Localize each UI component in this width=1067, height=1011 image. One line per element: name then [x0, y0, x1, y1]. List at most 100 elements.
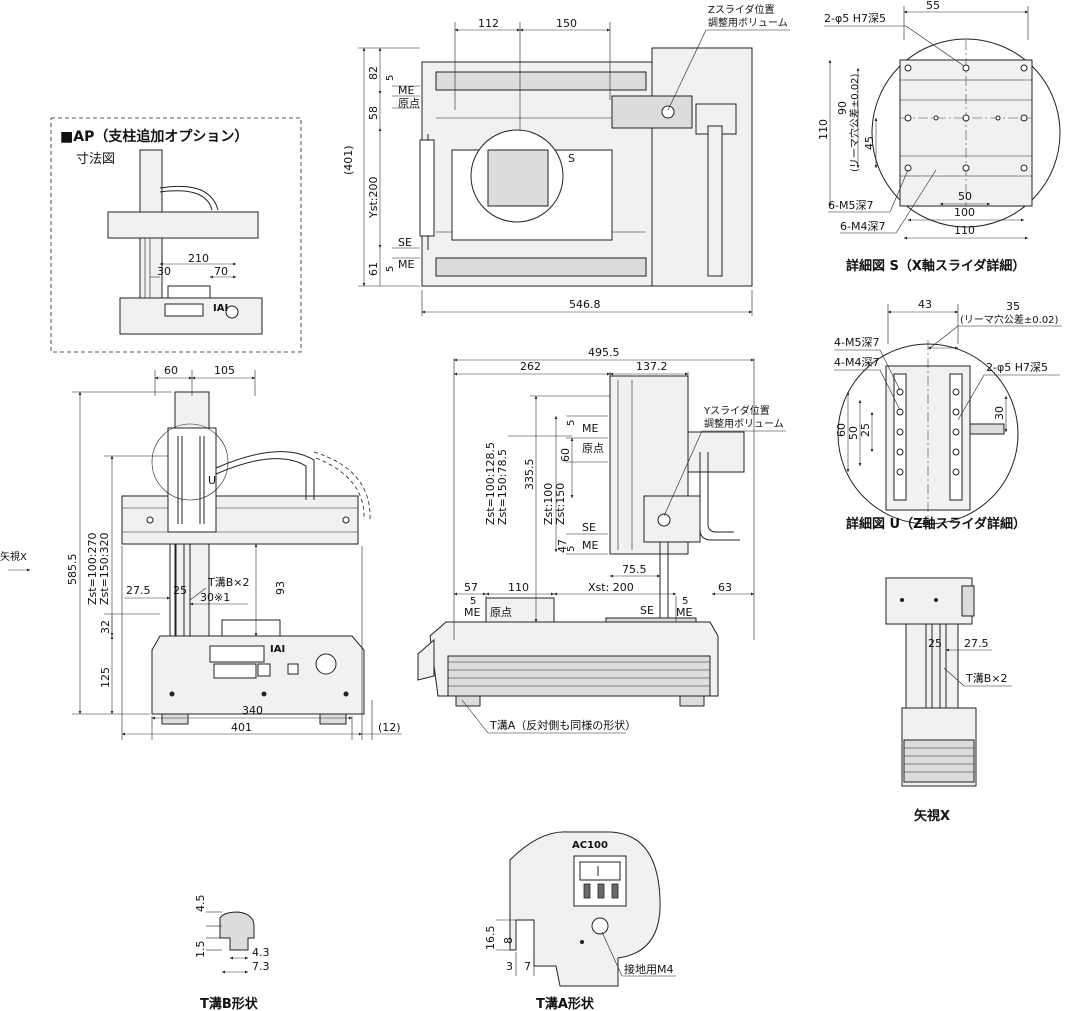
side-label-me2: ME	[582, 539, 598, 552]
y-callout-2: 調整用ボリューム	[704, 417, 784, 430]
s-callout-m5: 6-M5深7	[828, 199, 873, 212]
side-dim-110: 110	[508, 581, 529, 594]
side-label-se2: SE	[640, 604, 654, 617]
front-dim-93: 93	[274, 581, 287, 595]
u-callout-phi5: 2-φ5 H7深5	[986, 361, 1048, 374]
top-label-origin: 原点	[398, 97, 420, 110]
front-detail-u-circle	[151, 423, 229, 501]
side-dim-zst150a: Zst=150:78.5	[496, 449, 509, 525]
side-dim-zst100a: Zst=100:128.5	[484, 442, 497, 525]
front-dim-zst100: Zst=100:270	[86, 533, 99, 606]
front-view-group: IAI U 60 105 585.5 Zst=100:270 Zst=150:3…	[0, 364, 402, 740]
ap-title: ■AP（支柱追加オプション）	[60, 128, 248, 145]
front-logo: IAI	[270, 644, 285, 655]
s-dim-110h: 110	[954, 224, 975, 237]
detail-s-title: 詳細図 S（X軸スライダ詳細）	[846, 258, 1025, 274]
view-x-group: 25 27.5 T溝B×2 矢視X	[885, 577, 1012, 824]
top-dim-61: 61	[367, 262, 380, 276]
side-label-me4: ME	[676, 606, 692, 619]
s-callout-m4: 6-M4深7	[840, 220, 885, 233]
top-dim-401: (401)	[342, 145, 355, 175]
side-dim-755: 75.5	[622, 563, 647, 576]
s-dim-90: 90	[836, 101, 849, 115]
front-dim-275: 27.5	[126, 584, 151, 597]
ta-callout-ground: 接地用M4	[624, 963, 674, 976]
front-dim-zst150: Zst=150:320	[98, 533, 111, 606]
y-slider-volume-icon	[657, 513, 671, 527]
ta-dim-165: 16.5	[484, 926, 497, 951]
z-callout-1: Zスライダ位置	[708, 3, 774, 16]
s-dim-reamer: (リーマ穴公差±0.02)	[848, 73, 861, 172]
side-dim-57: 57	[464, 581, 478, 594]
tb-dim-45: 4.5	[194, 895, 207, 913]
u-note-reamer: (リーマ穴公差±0.02)	[960, 313, 1059, 326]
u-dim-30: 30	[993, 406, 1006, 420]
viewx-dim-275: 27.5	[964, 637, 989, 650]
top-dim-5b: 5	[385, 266, 396, 272]
s-dim-110v: 110	[817, 119, 830, 140]
ap-dim-30: 30	[157, 265, 171, 278]
side-dim-4955: 495.5	[588, 346, 620, 359]
u-callout-m5: 4-M5深7	[834, 336, 879, 349]
z-slider-block	[611, 95, 693, 129]
ap-dim-210: 210	[188, 252, 209, 265]
u-callout-m4: 4-M4深7	[834, 356, 879, 369]
side-dim-xst: Xst: 200	[588, 581, 634, 594]
ap-detail-group: ■AP（支柱追加オプション） 寸法図 IAI 210 30 70	[50, 117, 302, 353]
tslot-a-group: AC100 16.5 8 3 7 接地用M4 T溝A形状	[484, 831, 676, 1011]
s-dim-50: 50	[958, 190, 972, 203]
detail-u-group: 43 35 (リーマ穴公差±0.02) 4-M5深7 4-M4深7 2-φ5 H…	[834, 298, 1062, 532]
top-view-group: 112 150 Zスライダ位置 調整用ボリューム (401) 82 58 Yst…	[342, 3, 790, 316]
ap-dim-70: 70	[214, 265, 228, 278]
ta-dim-8: 8	[502, 937, 515, 944]
viewx-head	[885, 577, 973, 625]
s-dim-55: 55	[926, 0, 940, 12]
top-view-right-body	[651, 47, 753, 287]
viewx-callout: T溝B×2	[965, 672, 1007, 685]
z-slider-volume-icon	[661, 105, 675, 119]
side-label-me3: ME	[464, 606, 480, 619]
top-dim-yst: Yst:200	[367, 177, 380, 219]
s-dim-45: 45	[863, 136, 876, 150]
front-dim-340: 340	[242, 704, 263, 717]
front-label-u: U	[208, 474, 216, 487]
tslot-a-ac: AC100	[572, 840, 608, 851]
side-label-se: SE	[582, 521, 596, 534]
u-dim-60: 60	[835, 423, 848, 437]
front-label-viewx: 矢視X	[0, 550, 27, 563]
top-dim-5468: 546.8	[569, 298, 601, 311]
u-dim-50: 50	[847, 426, 860, 440]
ap-beam	[107, 211, 259, 239]
side-dim-1372: 137.2	[636, 360, 668, 373]
top-dim-82: 82	[367, 66, 380, 80]
side-callout-ta: T溝A（反対側も同様の形状）	[489, 718, 636, 732]
front-dim-401: 401	[231, 721, 252, 734]
side-view-group: 495.5 262 137.2 Zst=100:128.5 Zst=150:78…	[417, 346, 786, 734]
u-dim-25: 25	[859, 423, 872, 437]
side-dim-262: 262	[520, 360, 541, 373]
side-label-me1: ME	[582, 422, 598, 435]
top-dim-112: 112	[478, 17, 499, 30]
detail-u-title: 詳細図 U（Z軸スライダ詳細）	[846, 516, 1026, 532]
viewx-dim-25: 25	[928, 637, 942, 650]
ta-dim-3: 3	[506, 960, 513, 973]
front-dim-12: (12)	[378, 721, 401, 734]
side-dim-60: 60	[559, 448, 572, 462]
view-x-title: 矢視X	[914, 808, 950, 824]
top-label-me1: ME	[398, 84, 414, 97]
top-dim-5a: 5	[385, 75, 396, 81]
side-dim-zst150b: Zst:150	[554, 483, 567, 525]
top-label-se: SE	[398, 236, 412, 249]
front-dim-30: 30※1	[200, 591, 230, 604]
front-dim-5855: 585.5	[66, 554, 79, 586]
top-label-s: S	[568, 152, 575, 165]
side-label-origin2: 原点	[490, 606, 512, 619]
top-label-me2: ME	[398, 258, 414, 271]
side-dim-47: 47	[556, 539, 569, 553]
tb-dim-43: 4.3	[252, 946, 270, 959]
front-dim-32: 32	[99, 620, 112, 634]
side-dim-5d: 5	[682, 596, 688, 607]
front-callout-tb: T溝B×2	[207, 576, 249, 589]
u-dim-43: 43	[918, 298, 932, 311]
